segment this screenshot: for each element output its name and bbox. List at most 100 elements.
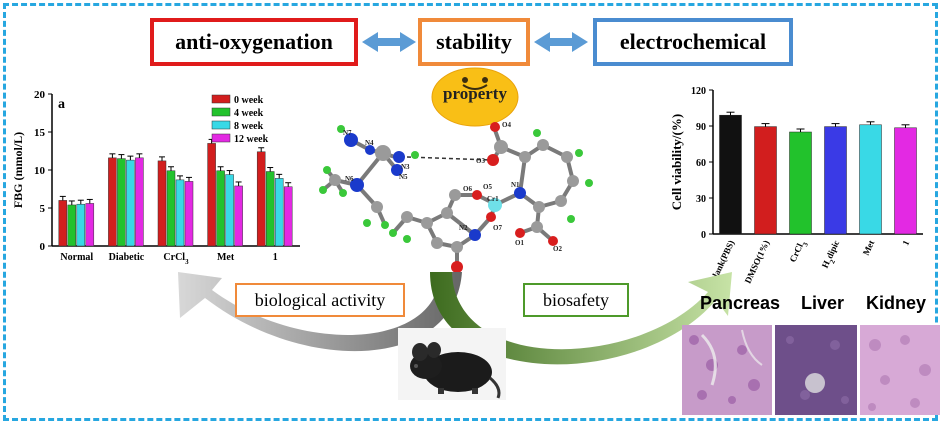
bar [76, 203, 86, 247]
y-tick-label: 120 [691, 86, 706, 97]
bar [719, 114, 742, 235]
label-n3: N3 [401, 163, 410, 171]
bar [135, 157, 144, 247]
legend-swatch [211, 120, 231, 130]
y-tick-label: 90 [696, 122, 706, 133]
x-tick-label: H2dipic [820, 239, 845, 272]
bar [216, 170, 225, 247]
label-rest: dipic [824, 239, 841, 260]
subscript: 3 [801, 241, 810, 248]
x-tick-label: CrCl3 [163, 252, 189, 266]
label-o6: O6 [463, 185, 472, 193]
y-axis-label: Cell viability/(%) [669, 114, 684, 210]
bar [234, 185, 243, 247]
x-tick-label: DMSO(1%) [743, 239, 772, 285]
label-o5: O5 [483, 183, 492, 191]
y-tick-label: 5 [40, 203, 46, 215]
y-tick-label: 0 [40, 241, 46, 253]
label-cr1: Cr1 [487, 195, 499, 203]
x-tick-label: Normal [60, 252, 93, 263]
label-o2: O2 [553, 245, 562, 253]
molecule-bonds [321, 129, 575, 265]
stability-label: stability [436, 29, 512, 54]
bar [166, 170, 176, 247]
property-label: property [443, 84, 507, 103]
y-tick-label: 20 [34, 89, 46, 101]
biological-activity-label: biological activity [254, 289, 386, 310]
bar [256, 151, 266, 247]
bar [67, 204, 77, 247]
label-o3: O3 [476, 157, 485, 165]
bar [175, 179, 185, 247]
molecular-structure-diagram: N7 N4 N3 N5 N6 O4 O3 O6 O5 N1 Cr1 N2 O7 … [319, 121, 593, 282]
liver-histology-image [775, 325, 857, 415]
bar [157, 160, 167, 247]
label-n6: N6 [345, 175, 354, 183]
pancreas-label: Pancreas [700, 293, 781, 313]
panel-label-a: a [58, 97, 65, 112]
anti-oxygenation-box: anti-oxygenation [150, 18, 358, 66]
label-o7: O7 [493, 224, 502, 232]
bar [789, 131, 812, 235]
anti-oxygenation-label: anti-oxygenation [175, 29, 333, 54]
bar [126, 159, 135, 247]
label-n4: N4 [365, 139, 374, 147]
x-tick-label: Diabetic [109, 252, 145, 263]
legend-label: 0 week [234, 95, 264, 106]
stability-box: stability [418, 18, 530, 66]
x-tick-label: CrCl3 [788, 238, 811, 265]
mouse-photo [398, 328, 506, 400]
y-tick-label: 30 [696, 194, 706, 205]
label-n2: N2 [459, 224, 468, 232]
bar [754, 126, 777, 235]
legend-label: 8 week [234, 121, 264, 132]
liver-label: Liver [801, 293, 845, 313]
biosafety-box: biosafety [523, 283, 629, 317]
y-tick-label: 0 [701, 230, 706, 241]
bar [117, 158, 126, 247]
biological-activity-box: biological activity [235, 283, 405, 317]
x-tick-label: Met [217, 252, 235, 263]
label-o8: O8 [450, 274, 459, 282]
bar [274, 178, 284, 247]
bar [207, 143, 216, 247]
legend-label: 4 week [234, 108, 264, 119]
smiley-face-icon [431, 67, 519, 127]
legend-swatch [211, 94, 231, 104]
x-tick-label: Met [861, 239, 877, 257]
pancreas-histology-image [682, 325, 772, 415]
subscript: 2 [828, 258, 837, 265]
legend-swatch [211, 133, 231, 143]
bar [108, 157, 117, 247]
bar [283, 186, 293, 247]
bar [859, 124, 882, 235]
electrochemical-box: electrochemical [593, 18, 793, 66]
legend-swatch [211, 107, 231, 117]
label-o1: O1 [515, 239, 524, 247]
dashed-frame [3, 3, 938, 421]
bar [824, 126, 847, 235]
y-tick-label: 60 [696, 158, 706, 169]
bar [184, 181, 194, 247]
y-axis-label: FBG (mmol/L) [11, 132, 25, 208]
electrochemical-label: electrochemical [619, 29, 767, 54]
label-n1: N1 [511, 181, 520, 189]
label-n5: N5 [399, 173, 408, 181]
legend-label: 12 week [234, 134, 269, 145]
y-tick-label: 15 [34, 127, 46, 139]
x-tick-label: 1 [273, 252, 278, 263]
label-n7: N7 [343, 129, 352, 137]
bar [225, 174, 234, 247]
molecule-atoms [319, 122, 593, 273]
subscript: 3 [185, 258, 189, 266]
label-o4: O4 [502, 121, 511, 129]
kidney-histology-image [860, 325, 940, 415]
x-tick-label: Blank(PBS) [708, 239, 736, 284]
biosafety-label: biosafety [543, 289, 609, 310]
bar [265, 171, 275, 247]
kidney-label: Kidney [866, 293, 927, 313]
bar [894, 127, 917, 235]
y-tick-label: 10 [34, 165, 46, 177]
